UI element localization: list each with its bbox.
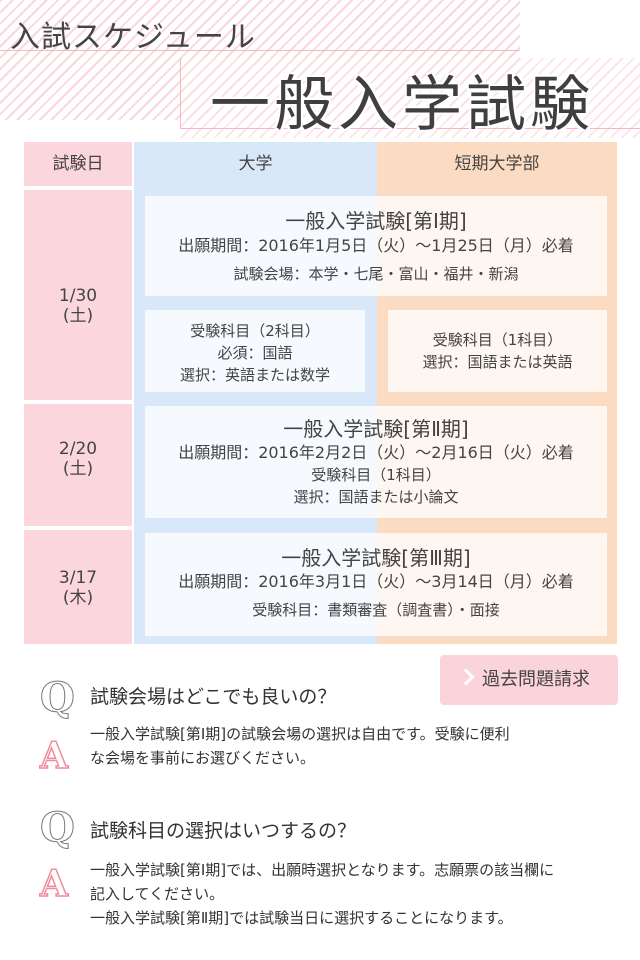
faq-answer: 一般入学試験[第Ⅰ期]の試験会場の選択は自由です。受験に便利 な会場を事前にお選… [90, 722, 620, 770]
subject-line: 受験科目（1科目） [432, 331, 563, 349]
answer-line: 一般入学試験[第Ⅰ期]では、出願時選択となります。志願票の該当欄に [90, 861, 555, 879]
date-column [24, 142, 132, 644]
answer-line: 一般入学試験[第Ⅱ期]では試験当日に選択することになります。 [90, 909, 513, 927]
header-university: 大学 [238, 154, 273, 174]
univ-subjects-1: 受験科目（2科目） 必須：国語 選択：英語または数学 [145, 310, 365, 392]
subject-line: 必須：国語 [217, 344, 293, 362]
exam-date-2: 2/20 (土) [24, 439, 132, 479]
title-stripe-pattern [180, 58, 640, 138]
junior-subjects-1: 受験科目（1科目） 選択：国語または英語 [388, 310, 607, 392]
page-title: 一般入学試験 [210, 70, 594, 140]
title-frame-left [180, 58, 181, 128]
header-junior-college: 短期大学部 [454, 154, 540, 174]
header-exam-date: 試験日 [52, 154, 104, 174]
subject-line: 選択：国語または英語 [422, 353, 573, 371]
answer-icon: A [39, 863, 68, 905]
row-divider [24, 526, 132, 530]
exam-date: 1/30 [58, 286, 98, 306]
answer-icon: A [39, 735, 68, 777]
exam-date: 3/17 [58, 568, 98, 588]
subject-line: 受験科目：書類審査（調査書）・面接 [252, 601, 500, 619]
page-heading: 入試スケジュール [10, 20, 256, 55]
exam-weekday: (木) [62, 588, 94, 608]
subject-line: 受験科目（1科目） [311, 466, 441, 484]
exam-weekday: (土) [62, 306, 94, 326]
question-icon: Q [40, 804, 76, 851]
exam-date-3: 3/17 (木) [24, 568, 132, 608]
answer-line: 一般入学試験[第Ⅰ期]の試験会場の選択は自由です。受験に便利 [90, 725, 510, 743]
question-icon: Q [40, 674, 76, 721]
faq-answer: 一般入学試験[第Ⅰ期]では、出願時選択となります。志願票の該当欄に 記入してくだ… [90, 858, 620, 930]
period-3-info: 一般入学試験[第Ⅲ期] 出願期間：2016年3月1日（火）～3月14日（月）必着… [145, 533, 607, 636]
application-period: 出願期間：2016年2月2日（火）～2月16日（火）必着 [178, 443, 574, 462]
exam-date-1: 1/30 (土) [24, 286, 132, 326]
period-2-info: 一般入学試験[第Ⅱ期] 出願期間：2016年2月2日（火）～2月16日（火）必着… [145, 406, 607, 518]
header-divider [0, 50, 520, 51]
application-period: 出願期間：2016年3月1日（火）～3月14日（月）必着 [178, 572, 574, 591]
title-frame-bottom [180, 128, 640, 129]
period-title: 一般入学試験[第Ⅱ期] [283, 417, 469, 441]
exam-venue: 試験会場：本学・七尾・富山・福井・新潟 [233, 265, 519, 283]
period-title: 一般入学試験[第Ⅰ期] [285, 209, 467, 233]
application-period: 出願期間：2016年1月5日（火）～1月25日（月）必着 [178, 236, 574, 255]
subject-line: 受験科目（2科目） [190, 322, 320, 340]
chevron-right-icon [457, 668, 475, 686]
period-title: 一般入学試験[第Ⅲ期] [281, 546, 471, 570]
answer-line: 記入してください。 [90, 885, 225, 903]
row-divider [24, 186, 132, 190]
row-divider [24, 400, 132, 404]
faq-question: 試験会場はどこでも良いの？ [90, 686, 337, 708]
exam-date: 2/20 [58, 439, 98, 459]
exam-weekday: (土) [62, 459, 94, 479]
period-1-info: 一般入学試験[第Ⅰ期] 出願期間：2016年1月5日（火）～1月25日（月）必着… [145, 196, 607, 296]
answer-line: な会場を事前にお選びください。 [90, 749, 316, 767]
subject-line: 選択：国語または小論文 [293, 488, 459, 506]
faq-question: 試験科目の選択はいつするの？ [90, 820, 357, 842]
past-exam-request-button[interactable]: 過去問題請求 [440, 655, 618, 705]
past-exam-request-label: 過去問題請求 [482, 669, 590, 690]
subject-line: 選択：英語または数学 [179, 366, 330, 384]
